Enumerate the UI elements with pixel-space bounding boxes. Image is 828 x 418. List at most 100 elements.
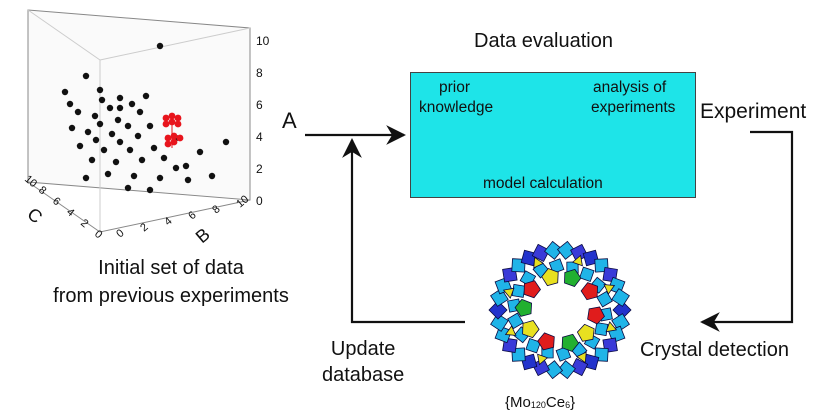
polyhedron [544, 240, 564, 260]
formula-post: } [570, 394, 576, 411]
experiments-label: experiments [591, 99, 676, 116]
black-point [100, 146, 108, 154]
black-point [182, 162, 190, 170]
polyhedron [531, 243, 550, 263]
black-point [160, 154, 168, 162]
polyhedron [541, 268, 559, 287]
polyhedron [523, 280, 541, 299]
black-point [126, 146, 134, 154]
polyhedron [556, 240, 576, 260]
red-point [164, 140, 172, 148]
polyhedron [564, 268, 582, 287]
black-point [196, 148, 204, 156]
polyhedron [488, 300, 508, 320]
black-point [82, 72, 90, 80]
axis-a-tick: 6 [256, 98, 263, 112]
axis-b-tick: 4 [162, 215, 174, 228]
polyhedron [596, 290, 613, 308]
formula-pre: {Mo [505, 394, 531, 411]
polyhedron [612, 300, 632, 320]
polyhedron [576, 351, 587, 364]
axis-c-label: C [23, 204, 46, 228]
axis-a-tick: 10 [256, 34, 270, 48]
polyhedron [544, 360, 564, 380]
polyhedron [570, 357, 589, 377]
black-point [82, 174, 90, 182]
black-point [84, 128, 92, 136]
initial-line1: Initial set of data [98, 257, 244, 279]
polyhedron [576, 323, 595, 342]
black-point [138, 156, 146, 164]
polyhedron [571, 254, 583, 267]
crystal-detection-label: Crystal detection [640, 339, 789, 361]
axis-b-tick: 2 [138, 221, 150, 234]
arrow-update-database [342, 138, 465, 324]
axis-b-tick: 8 [210, 203, 222, 216]
polyhedron [587, 306, 605, 325]
black-point [92, 136, 100, 144]
polyhedron [504, 325, 517, 336]
initial-data-label: Initial set of data from previous experi… [26, 254, 316, 310]
polyhedron [490, 288, 509, 307]
knowledge-label: knowledge [419, 99, 494, 116]
red-point [162, 114, 170, 122]
black-point [136, 108, 144, 116]
polyhedron [507, 312, 524, 330]
black-point [91, 112, 99, 120]
analysis-label: analysis of [593, 79, 667, 96]
black-point [146, 186, 154, 194]
black-point [146, 122, 154, 130]
black-point [116, 104, 124, 112]
update-line1: Update [330, 338, 396, 360]
black-point [98, 96, 106, 104]
black-point [96, 120, 104, 128]
black-point [128, 100, 136, 108]
polyhedron [537, 353, 549, 366]
polyhedron [537, 332, 555, 351]
update-line2: database [322, 364, 405, 386]
prior-label: prior [439, 79, 471, 96]
polyhedron [556, 360, 576, 380]
black-point [222, 138, 230, 146]
black-point [68, 124, 76, 132]
black-point [172, 164, 180, 172]
polyhedron [594, 322, 609, 337]
polyhedron [611, 288, 630, 307]
black-point [106, 104, 114, 112]
polyhedron [561, 333, 580, 352]
black-point [156, 42, 164, 50]
red-point [168, 112, 176, 120]
black-point [116, 94, 124, 102]
polyhedron [502, 287, 515, 299]
experiment-label: Experiment [700, 100, 807, 123]
polyhedron [603, 284, 616, 295]
black-point [74, 108, 82, 116]
black-point [124, 122, 132, 130]
axis-b-label: B [192, 224, 214, 247]
black-point [116, 138, 124, 146]
polyhedron [611, 313, 630, 332]
polyhedron [522, 320, 540, 339]
axis-a-tick: 2 [256, 162, 263, 176]
red-point [164, 134, 172, 142]
red-point [176, 134, 184, 142]
black-point [142, 92, 150, 100]
axis-a-tick: 0 [256, 194, 263, 208]
polyhedron [580, 282, 599, 301]
data-evaluation-title: Data evaluation [474, 30, 613, 52]
black-point [96, 86, 104, 94]
black-point [156, 174, 164, 182]
axis-c-tick: 6 [50, 195, 62, 208]
red-point [170, 132, 178, 140]
polyhedron [514, 298, 533, 317]
axis-a-letter: A [282, 108, 297, 133]
black-point [112, 158, 120, 166]
black-point [150, 144, 158, 152]
black-point [184, 176, 192, 184]
black-point [130, 172, 138, 180]
data-evaluation-box: prior knowledge analysis of experiments … [410, 72, 696, 198]
axis-a-tick: 4 [256, 130, 263, 144]
red-point [174, 120, 182, 128]
